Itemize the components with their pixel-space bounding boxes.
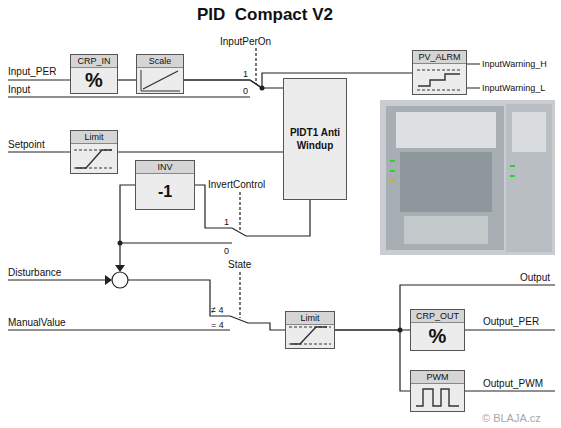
signal-label: 0 (243, 85, 248, 97)
signal-label: Output_PWM (483, 378, 543, 390)
limit-bounds (74, 150, 114, 168)
junction-dot (260, 86, 265, 91)
markers (105, 86, 403, 333)
block-value: % (411, 323, 464, 350)
block-header: INV (136, 161, 194, 174)
signal-label: ≠ 4 (211, 304, 223, 316)
scale-ramp (143, 71, 178, 89)
limit-curve (291, 327, 327, 344)
function-block: PIDT1 Anti Windup (283, 78, 347, 200)
signal-label: 1 (224, 216, 229, 228)
function-block: PWM (410, 370, 465, 412)
function-block: INV-1 (135, 160, 195, 210)
limit-curve (76, 150, 112, 168)
signal-label: InputWarning_H (482, 58, 547, 70)
signal-wire (335, 329, 410, 330)
wire (8, 329, 230, 330)
plc-cover (396, 112, 496, 148)
block-header: Scale (137, 55, 183, 68)
control-line (239, 192, 240, 232)
signal-wire (184, 80, 283, 88)
plc-led (510, 165, 515, 167)
function-block: CRP_OUT% (410, 309, 465, 351)
signal-label: Input (8, 84, 30, 96)
wire (465, 329, 555, 330)
signal-label: Setpoint (8, 139, 45, 151)
alarm-bounds (417, 70, 462, 90)
wire (8, 79, 70, 80)
signal-label: © BLAJA.cz (482, 412, 541, 424)
block-body: PIDT1 Anti Windup (284, 79, 346, 199)
limit-bounds (289, 327, 331, 344)
function-block: CRP_IN% (70, 54, 118, 94)
signal-label: ManualValue (8, 317, 66, 329)
signal-wire (195, 185, 310, 236)
plc-front (400, 152, 492, 212)
function-block: Limit (70, 130, 118, 174)
signal-label: InputPerOn (220, 36, 271, 48)
block-value: % (71, 68, 117, 93)
block-header: Limit (286, 312, 334, 325)
wire (120, 185, 135, 266)
summing-junction (112, 272, 128, 288)
junction-dot (118, 241, 123, 246)
function-block: Limit (285, 311, 335, 349)
block-header: PV_ALRM (413, 51, 466, 64)
photo-background (380, 100, 555, 255)
function-block: PV_ALRM (412, 50, 467, 95)
diagram-title: PID Compact V2 (0, 5, 530, 25)
signal-label: = 4 (211, 319, 224, 331)
wire (467, 64, 480, 88)
block-icons (74, 70, 462, 406)
block-header: Limit (71, 131, 117, 144)
plc-terminal (404, 216, 488, 244)
block-header: CRP_IN (71, 55, 117, 68)
wire (465, 390, 555, 391)
junction-dot (398, 328, 403, 333)
signal-wire (118, 151, 283, 152)
signal-label: InputWarning_L (482, 82, 545, 94)
control-line (255, 48, 256, 84)
signal-wire (118, 79, 136, 80)
plc-module (506, 104, 552, 252)
wire (8, 96, 250, 97)
signal-label: Output (520, 272, 550, 284)
plc-led (390, 160, 395, 162)
wire (8, 279, 106, 280)
arrow-head (115, 265, 125, 272)
signal-label: Output_PER (483, 316, 539, 328)
scale-axes (141, 70, 180, 91)
alarm-steps (418, 74, 460, 86)
signal-label: InvertControl (208, 179, 265, 191)
signal-label: State (228, 259, 251, 271)
signal-label: Input_PER (8, 66, 56, 78)
block-header: CRP_OUT (411, 310, 464, 323)
signal-wire (184, 73, 412, 88)
arrow-head (105, 275, 112, 285)
wires (8, 48, 555, 391)
plc-photo (380, 100, 555, 255)
plc-led (390, 170, 395, 172)
plc-led (390, 180, 395, 182)
switch-blade (230, 316, 285, 330)
plc-led (510, 175, 515, 177)
control-line (239, 272, 240, 318)
wire (8, 151, 70, 152)
signal-label: 0 (224, 245, 229, 257)
plc-body (386, 106, 504, 250)
function-block: Scale (136, 54, 184, 94)
signal-wire (335, 330, 410, 391)
wire (120, 242, 232, 243)
wire (128, 280, 230, 316)
signal-label: Disturbance (8, 267, 61, 279)
plc-module-cover (512, 112, 546, 152)
signal-label: 1 (243, 68, 248, 80)
pwm-pulse (416, 389, 459, 406)
block-header: PWM (411, 371, 464, 384)
block-value: -1 (136, 174, 194, 209)
block-title: PIDT1 Anti Windup (284, 126, 346, 152)
